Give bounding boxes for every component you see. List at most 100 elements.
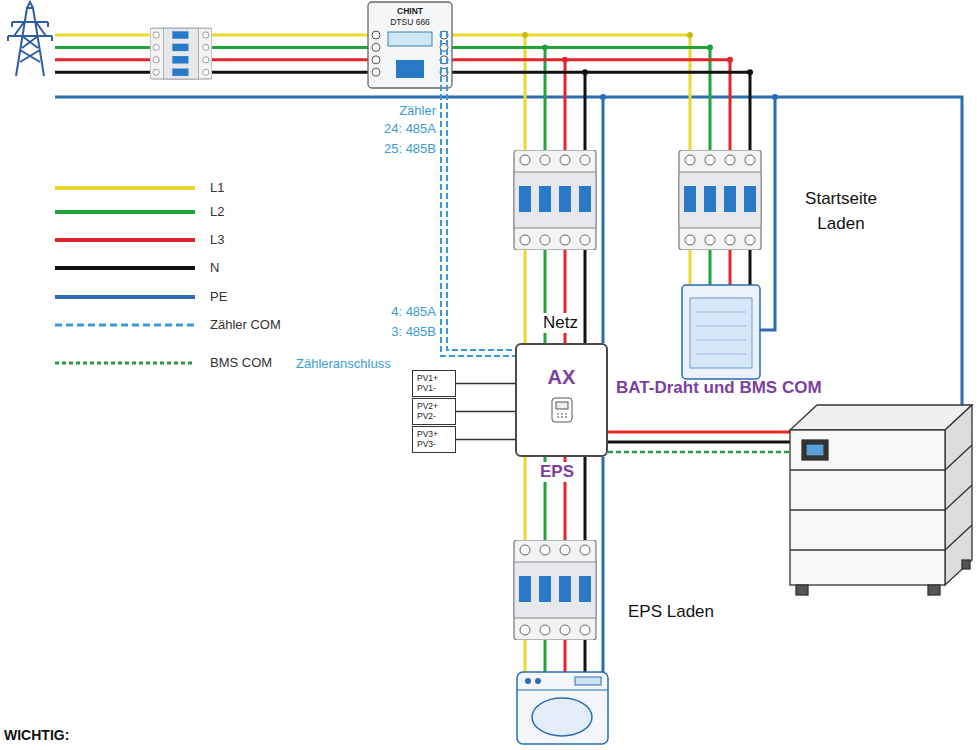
meter-label: Zähler xyxy=(399,103,436,118)
energy-meter xyxy=(372,31,380,39)
pv-cable xyxy=(456,411,515,412)
n-wire xyxy=(55,72,750,672)
pin-label: 24: 485A xyxy=(384,121,436,136)
legend-swatch xyxy=(55,295,195,299)
junction-dot xyxy=(582,69,588,75)
battery-stack xyxy=(790,445,972,550)
pv-string: PV1+PV1- xyxy=(412,370,456,397)
hybrid-inverter: AX xyxy=(515,343,608,457)
l3-wire xyxy=(55,60,730,672)
pv-cable xyxy=(456,439,515,440)
node-text: PV2- xyxy=(417,411,436,421)
energy-meter xyxy=(396,60,424,78)
battery-stack xyxy=(928,585,940,595)
l3-wire xyxy=(55,60,730,672)
node-text: AX xyxy=(548,365,576,389)
grid-pylon xyxy=(8,2,52,76)
grid-pylon xyxy=(8,2,52,76)
energy-meter xyxy=(372,68,380,76)
meter-com-line xyxy=(441,31,515,356)
meter-com-line xyxy=(447,31,515,350)
node-text: DTSU 666 xyxy=(390,17,430,28)
pv-string: PV3+PV3- xyxy=(412,426,456,453)
battery-cable xyxy=(608,441,790,444)
legend-text: L1 xyxy=(210,180,224,195)
home-breaker xyxy=(679,150,761,250)
legend-swatch xyxy=(55,238,195,242)
battery-cable xyxy=(608,432,790,452)
node-text: PV3+ xyxy=(417,429,438,439)
grid-breaker xyxy=(514,150,596,250)
port-label: EPS xyxy=(538,462,576,482)
note-heading: WICHTIG: xyxy=(4,727,69,743)
battery-stack xyxy=(796,585,808,595)
load-label: Startseite Laden xyxy=(786,186,896,236)
l2-wire xyxy=(55,47,710,672)
display-icon xyxy=(551,397,573,423)
pin-label: 25: 485B xyxy=(384,141,436,156)
junction-dot xyxy=(542,44,548,50)
pv-cable xyxy=(456,411,515,412)
junction-dot xyxy=(707,44,713,50)
legend-text: L2 xyxy=(210,204,224,219)
energy-meter xyxy=(368,2,452,88)
pv-cable xyxy=(456,439,515,440)
battery-stack xyxy=(945,405,972,585)
eps-load-washer xyxy=(532,698,592,736)
n-wire xyxy=(55,72,750,672)
legend-text: Zähler COM xyxy=(210,317,281,332)
pin-label: 3: 485B xyxy=(391,324,436,339)
battery-cable xyxy=(608,451,790,454)
node-text: CHINT xyxy=(397,6,423,17)
junction-dot xyxy=(562,57,568,63)
junction-dot xyxy=(522,32,778,100)
legend-swatch xyxy=(55,186,195,190)
home-load xyxy=(682,285,760,379)
pin-label: 4: 485A xyxy=(391,304,436,319)
battery-stack xyxy=(806,444,824,456)
energy-meter xyxy=(372,43,380,51)
pv-cable xyxy=(456,383,515,384)
energy-meter: CHINTDTSU 666 xyxy=(368,2,452,31)
junction-dot xyxy=(522,32,528,38)
pv-string: PV2+PV2- xyxy=(412,398,456,425)
l1-wire xyxy=(55,35,690,672)
energy-meter xyxy=(372,56,380,64)
eps-load-washer xyxy=(575,677,601,685)
battery-stack xyxy=(790,405,972,595)
node-text: PV3- xyxy=(417,439,436,449)
eps-load-washer xyxy=(535,678,541,684)
battery-cable xyxy=(608,431,790,434)
l1-wire xyxy=(55,35,690,672)
pv-cable xyxy=(456,383,515,384)
legend-swatch xyxy=(55,324,195,327)
home-load xyxy=(696,312,746,354)
energy-meter xyxy=(368,2,452,88)
main-breaker xyxy=(150,28,212,79)
meter-com-line xyxy=(441,31,515,356)
node-text: PV1+ xyxy=(417,373,438,383)
eps-load-washer xyxy=(517,672,608,744)
home-load xyxy=(682,285,760,379)
eps-load-washer xyxy=(517,672,608,744)
node-text: PV1- xyxy=(417,383,436,393)
load-label: EPS Laden xyxy=(628,602,714,622)
junction-dot xyxy=(747,69,753,75)
legend-text: PE xyxy=(210,289,227,304)
energy-meter xyxy=(388,32,432,46)
eps-breaker xyxy=(514,540,596,640)
junction-dot xyxy=(600,94,606,100)
display-icon xyxy=(556,402,568,409)
legend-text: L3 xyxy=(210,232,224,247)
pe-wire xyxy=(55,97,962,672)
home-load xyxy=(690,298,752,368)
junction-dot xyxy=(687,32,693,38)
junction-dot xyxy=(772,94,778,100)
port-label: Zähleranschluss xyxy=(296,356,391,371)
eps-load-washer xyxy=(525,678,531,684)
battery-stack xyxy=(962,560,970,569)
legend-swatch xyxy=(55,266,195,270)
